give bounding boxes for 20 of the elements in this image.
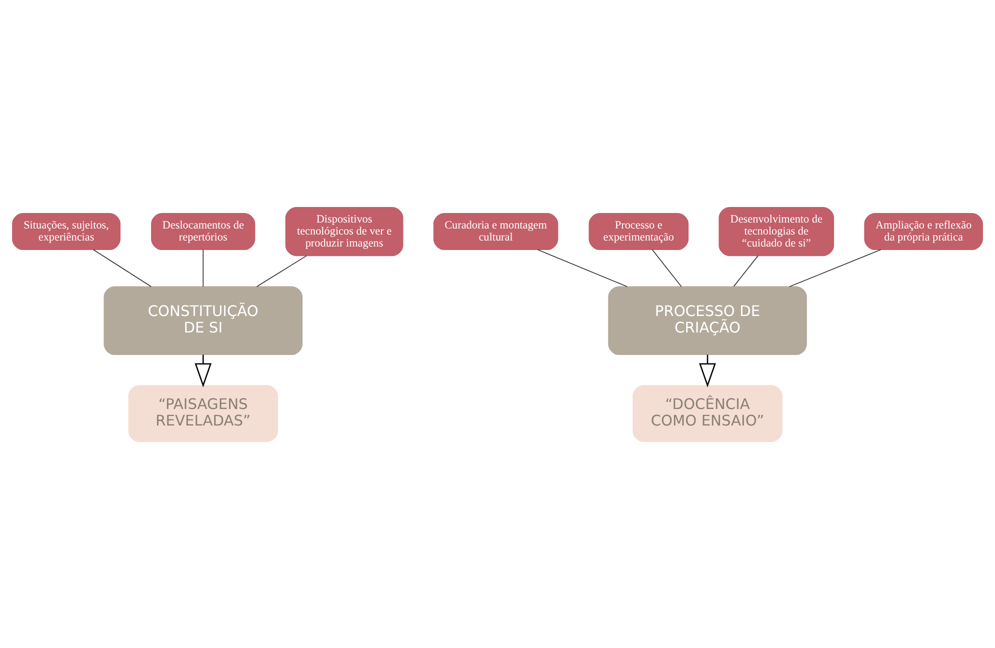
node-box: “DOCÊNCIA COMO ENSAIO” bbox=[632, 384, 782, 442]
connector bbox=[789, 248, 882, 287]
node-box: Deslocamentos de repertórios bbox=[151, 212, 256, 250]
node-box: Curadoria e montagem cultural bbox=[433, 212, 558, 250]
node-box: Desenvolvimento de tecnologias de “cuidado de si” bbox=[718, 206, 834, 256]
arrow bbox=[194, 354, 212, 387]
connector bbox=[256, 254, 307, 287]
connector bbox=[733, 254, 758, 286]
node-box: Situações, sujeitos, experiências bbox=[12, 212, 120, 250]
connector bbox=[92, 248, 152, 287]
node-box: Dispositivos tecnológicos de ver e produzir imagens bbox=[285, 206, 404, 256]
arrow bbox=[699, 354, 716, 387]
connector bbox=[202, 248, 204, 287]
node-box: Ampliação e reflexão da própria prática bbox=[864, 212, 983, 250]
node-box: Processo e experimentação bbox=[588, 212, 689, 250]
connector bbox=[537, 248, 628, 287]
node-box: CONSTITUIÇÃO DE SI bbox=[104, 286, 303, 355]
node-box: PROCESSO DE CRIAÇÃO bbox=[608, 286, 807, 355]
connector bbox=[652, 248, 682, 287]
node-box: “PAISAGENS REVELADAS” bbox=[128, 384, 278, 442]
